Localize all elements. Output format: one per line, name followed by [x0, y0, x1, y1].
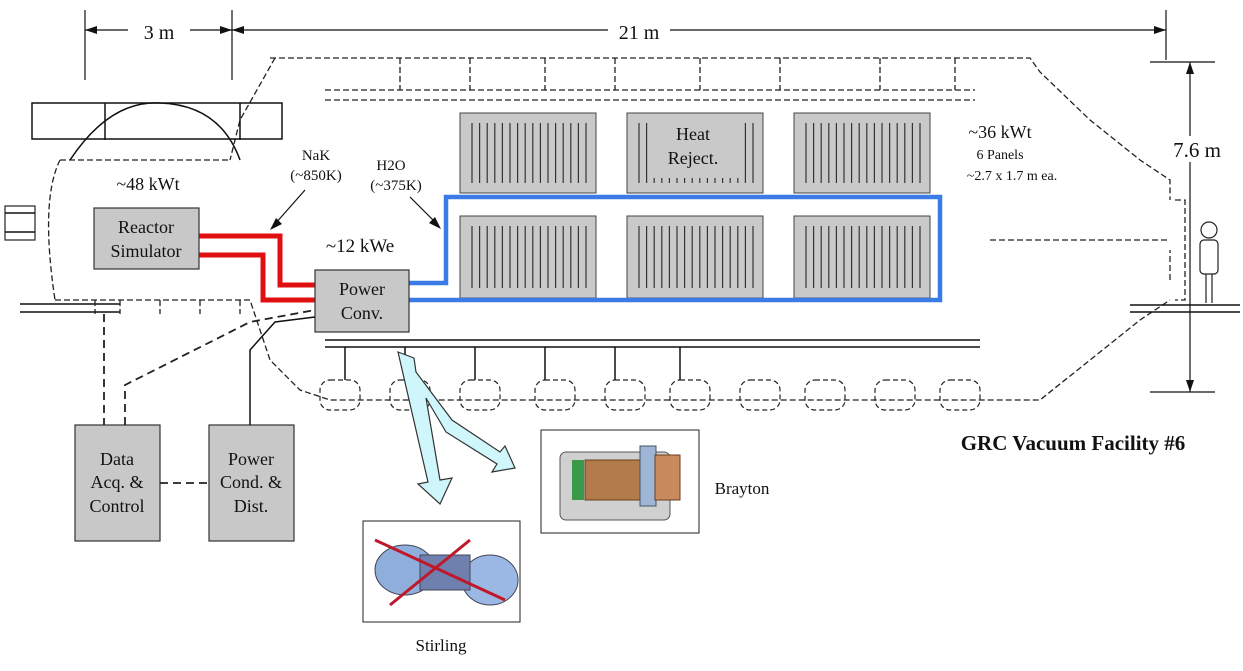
power-conv-label-line2: Conv.: [341, 303, 383, 323]
electric-power-label: ~12 kWe: [326, 236, 394, 257]
brayton-label: Brayton: [715, 479, 770, 498]
reactor-label-line2: Simulator: [111, 241, 182, 261]
conversion-options-arrows: [397, 351, 516, 505]
nak-temp-label: (~850K): [290, 168, 341, 184]
human-scale-figure-icon: [1199, 221, 1219, 303]
stirling-label: Stirling: [415, 636, 467, 655]
nak-coolant-loop: [198, 233, 318, 303]
h2o-pointer-arrow: [409, 196, 441, 229]
h2o-label: H2O: [376, 158, 405, 174]
heat-rejection-panels: Heat Reject.: [459, 112, 931, 299]
dimension-21m: 21 m: [232, 10, 1167, 60]
power-cond-label-line2: Cond. &: [220, 472, 282, 492]
facility-label: GRC Vacuum Facility #6: [961, 431, 1186, 455]
panels-size-label: ~2.7 x 1.7 m ea.: [967, 169, 1057, 184]
reactor-power-label: ~48 kWt: [116, 174, 179, 194]
data-acq-label-line2: Acq. &: [91, 472, 144, 492]
dim-3m-label: 3 m: [144, 22, 175, 44]
power-conv-label-line1: Power: [339, 279, 385, 299]
dim-21m-label: 21 m: [619, 22, 660, 44]
water-coolant-loop: [408, 194, 943, 303]
control-wiring: [103, 309, 316, 484]
data-acq-label-line1: Data: [100, 449, 134, 469]
dimension-3m: 3 m: [84, 10, 233, 80]
heat-reject-label-line1: Heat: [676, 124, 710, 144]
brayton-image: Brayton: [540, 429, 770, 534]
dim-7-6m-label: 7.6 m: [1173, 138, 1221, 162]
power-cond-label-line3: Dist.: [234, 496, 269, 516]
heat-reject-label-line2: Reject.: [668, 148, 718, 168]
power-cond-dist-box: Power Cond. & Dist.: [208, 424, 295, 542]
nak-pointer-arrow: [270, 189, 306, 230]
reactor-simulator-box: Reactor Simulator: [93, 207, 200, 270]
power-conversion-box: Power Conv.: [314, 269, 410, 333]
stirling-image: Stirling: [362, 520, 521, 655]
power-cond-label-line1: Power: [228, 449, 274, 469]
data-acq-label-line3: Control: [89, 496, 144, 516]
nak-label: NaK: [302, 148, 330, 164]
h2o-temp-label: (~375K): [370, 178, 421, 194]
heat-reject-power-label: ~36 kWt: [968, 122, 1031, 142]
dimension-7-6m: 7.6 m: [1150, 61, 1230, 393]
reactor-label-line1: Reactor: [118, 217, 174, 237]
panels-count-label: 6 Panels: [976, 148, 1023, 163]
data-acq-control-box: Data Acq. & Control: [74, 424, 161, 542]
